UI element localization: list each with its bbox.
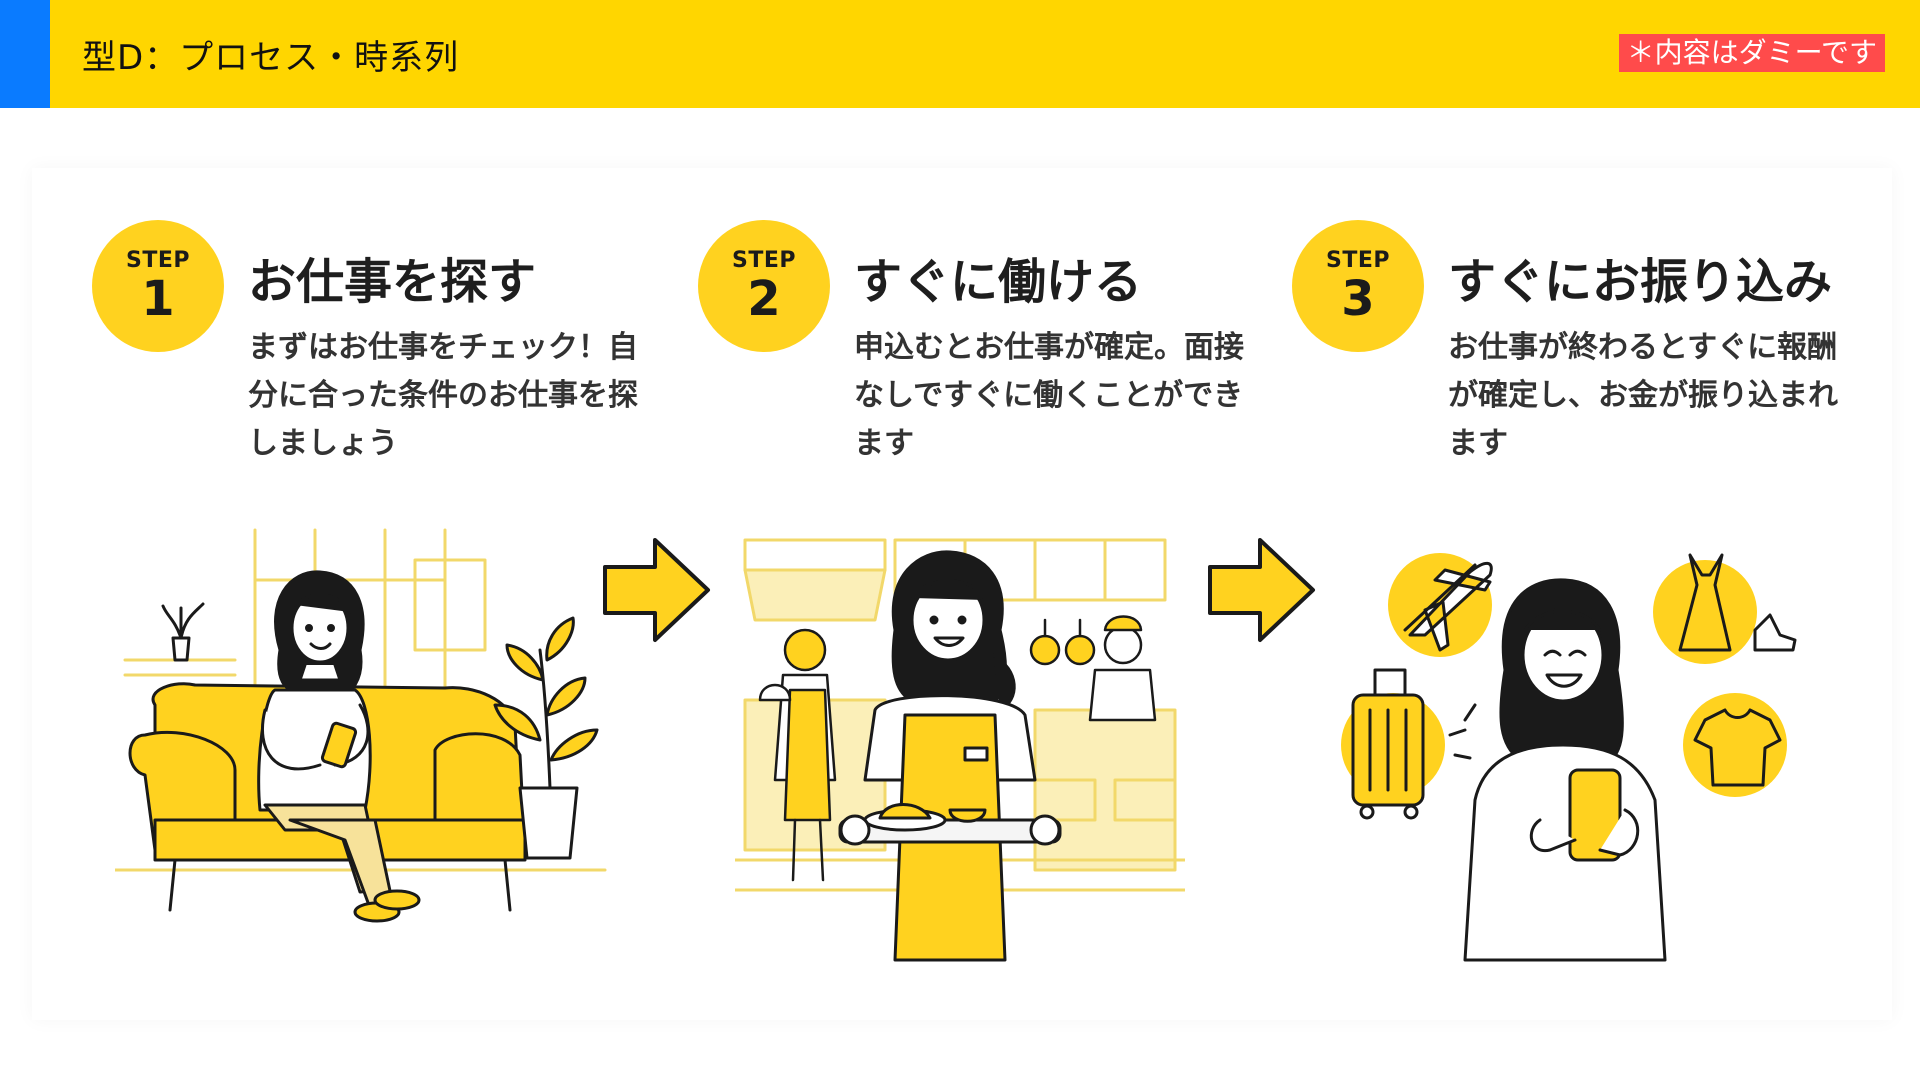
step-3-description: お仕事が終わるとすぐに報酬が確定し、お金が振り込まれます [1448, 324, 1848, 468]
arrow-right-icon [1205, 535, 1320, 645]
step-3-badge: STEP 3 [1292, 220, 1424, 352]
arrow-right-icon [600, 535, 715, 645]
header-accent-bar [0, 0, 50, 108]
step-3-number: 3 [1292, 275, 1424, 323]
step-2-badge: STEP 2 [698, 220, 830, 352]
step-3-label: STEP [1292, 220, 1424, 273]
step-2-illustration [735, 520, 1185, 970]
dummy-content-badge: ＊内容はダミーです [1619, 34, 1885, 72]
step-2-description: 申込むとお仕事が確定。面接なしですぐに働くことができます [854, 324, 1254, 468]
step-1-title: お仕事を探す [248, 242, 536, 312]
step-3-illustration [1325, 520, 1825, 970]
step-2-label: STEP [698, 220, 830, 273]
page-title: 型D：プロセス・時系列 [82, 30, 459, 79]
step-1-illustration [115, 520, 625, 970]
step-1-badge: STEP 1 [92, 220, 224, 352]
step-1-label: STEP [92, 220, 224, 273]
step-3-title: すぐにお振り込み [1448, 242, 1832, 312]
step-2-number: 2 [698, 275, 830, 323]
step-1-number: 1 [92, 275, 224, 323]
step-2-title: すぐに働ける [854, 242, 1142, 312]
step-1-description: まずはお仕事をチェック！自分に合った条件のお仕事を探しましょう [248, 324, 648, 468]
